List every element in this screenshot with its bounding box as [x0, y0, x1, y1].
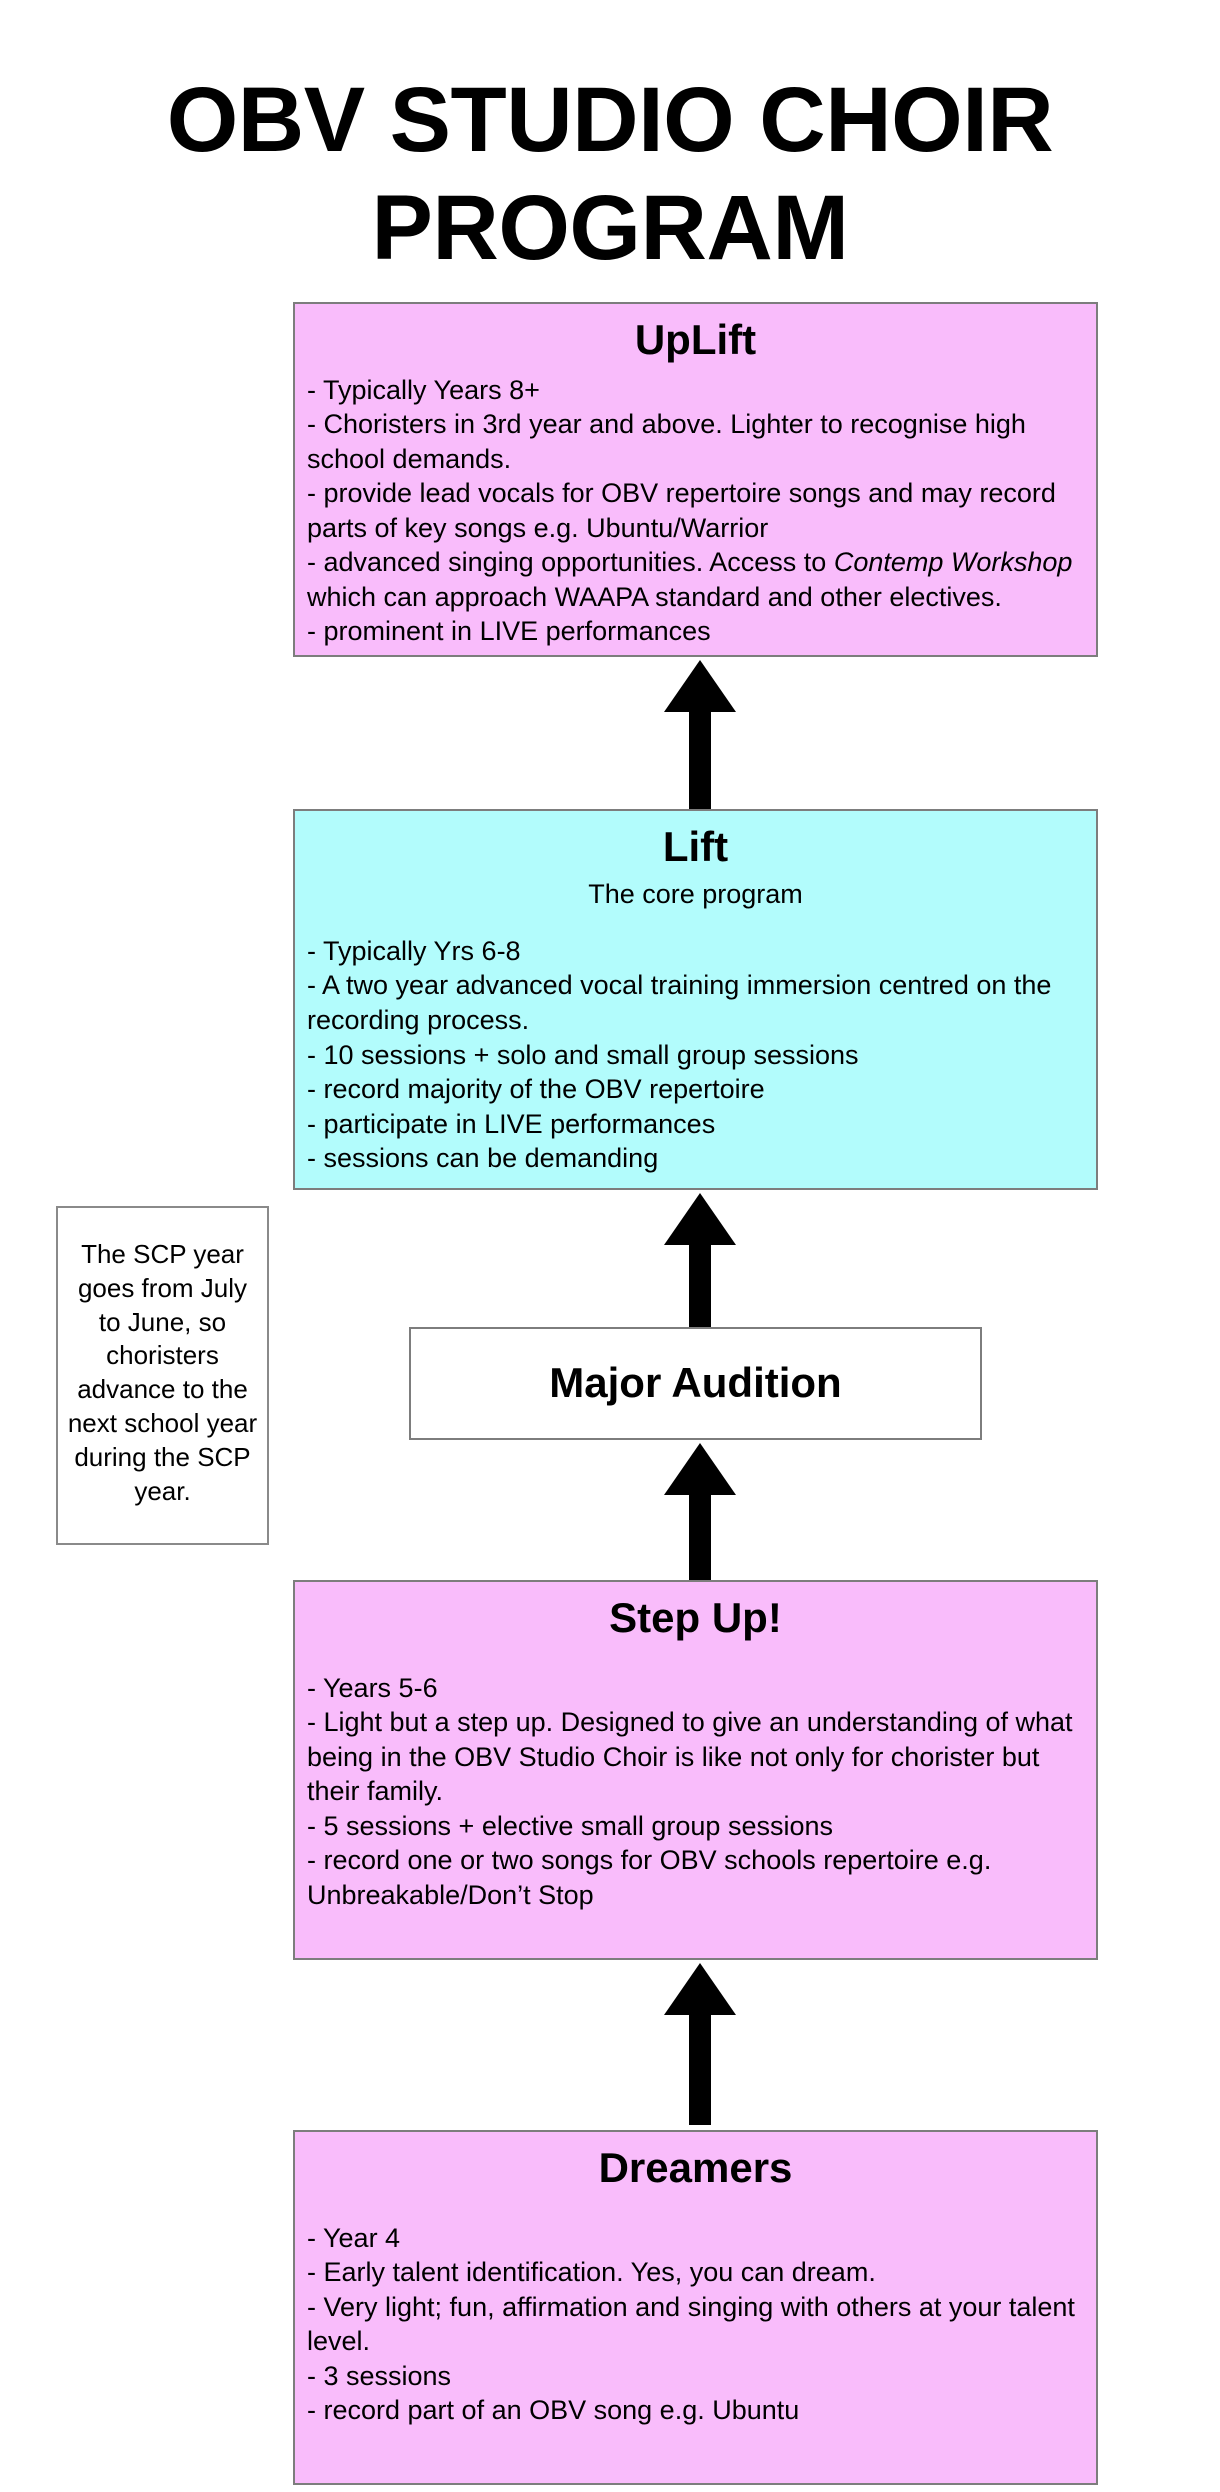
- page-title: OBV STUDIO CHOIR PROGRAM: [166, 68, 1054, 280]
- stage-title-major-audition: Major Audition: [549, 1358, 842, 1406]
- stage-body-uplift: - Typically Years 8+ - Choristers in 3rd…: [295, 363, 1096, 649]
- arrow-shaft: [689, 1245, 711, 1332]
- stage-title-step-up: Step Up!: [609, 1594, 782, 1641]
- stage-body-lift: - Typically Yrs 6-8 - A two year advance…: [307, 935, 1052, 1174]
- arrow-shaft: [689, 1495, 711, 1585]
- upward-arrow-audition-to-lift: [664, 1193, 736, 1332]
- stage-subtitle-lift: The core program: [588, 878, 803, 909]
- stage-body-uplift-post: which can approach WAAPA standard and ot…: [307, 581, 1002, 647]
- stage-box-lift[interactable]: Lift The core program - Typically Yrs 6-…: [293, 809, 1098, 1190]
- arrow-head-icon: [664, 1193, 736, 1245]
- stage-title-lift: Lift: [662, 823, 729, 870]
- stage-title-uplift: UpLift: [634, 316, 757, 363]
- stage-body-dreamers: - Year 4 - Early talent identification. …: [307, 2222, 1075, 2426]
- arrow-head-icon: [664, 660, 736, 712]
- arrow-head-icon: [664, 1443, 736, 1495]
- scp-year-note: The SCP year goes from July to June, so …: [56, 1206, 269, 1545]
- scp-year-note-text: The SCP year goes from July to June, so …: [67, 1239, 258, 1506]
- arrow-shaft: [689, 2015, 711, 2125]
- arrow-head-icon: [664, 1963, 736, 2015]
- stage-box-major-audition[interactable]: Major Audition: [409, 1327, 982, 1440]
- stage-title-dreamers: Dreamers: [598, 2144, 793, 2191]
- stage-body-uplift-emphasis: Contemp Workshop: [833, 547, 1073, 578]
- stage-box-step-up[interactable]: Step Up! - Years 5-6 - Light but a step …: [293, 1580, 1098, 1960]
- upward-arrow-stepup-to-audition: [664, 1443, 736, 1585]
- stage-box-uplift[interactable]: UpLift - Typically Years 8+ - Choristers…: [293, 302, 1098, 657]
- upward-arrow-dreamers-to-stepup: [664, 1963, 736, 2125]
- stage-box-dreamers[interactable]: Dreamers - Year 4 - Early talent identif…: [293, 2130, 1098, 2485]
- stage-body-uplift-pre: - Typically Years 8+ - Choristers in 3rd…: [307, 374, 1056, 578]
- stage-body-step-up: - Years 5-6 - Light but a step up. Desig…: [307, 1672, 1073, 1910]
